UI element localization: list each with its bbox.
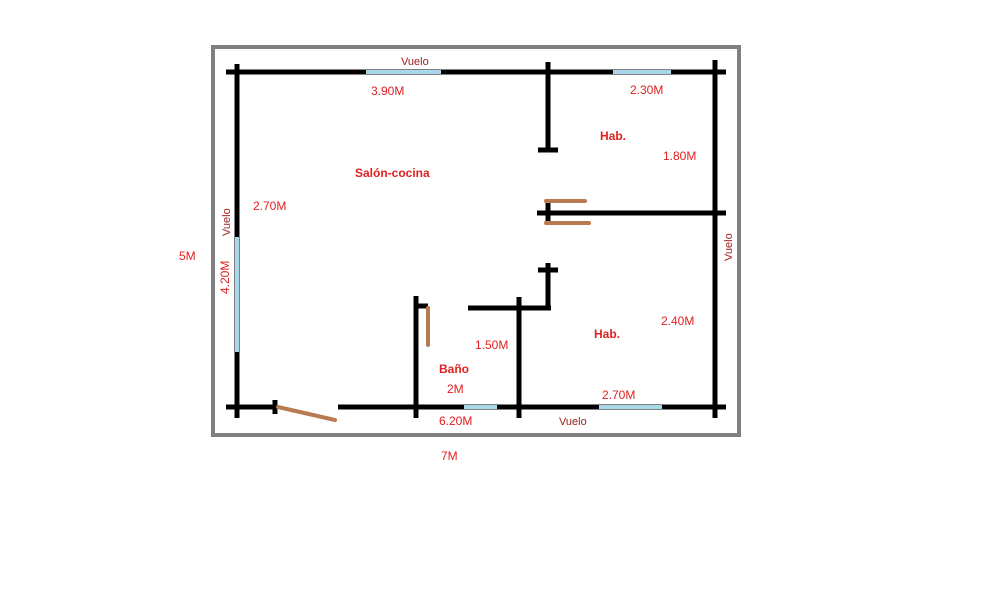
- overhang-label-left: Vuelo: [221, 208, 233, 236]
- dim-corridor-width: 1.50M: [475, 338, 508, 352]
- dim-bottom-length: 6.20M: [439, 414, 472, 428]
- overhang-label-right: Vuelo: [723, 233, 735, 261]
- door-entrance: [276, 405, 337, 422]
- room-label-bedroom-top: Hab.: [600, 129, 626, 143]
- dim-bottom-right-window: 2.70M: [602, 388, 635, 402]
- dim-overall-height: 5M: [179, 249, 196, 263]
- dim-living-height: 2.70M: [253, 199, 286, 213]
- dim-left-window: 4.20M: [218, 261, 232, 294]
- overhang-label-top: Vuelo: [401, 56, 429, 68]
- dim-overall-width: 7M: [441, 449, 458, 463]
- plot-boundary: [211, 45, 741, 437]
- walls: [226, 60, 726, 418]
- dim-bedroom-top-height: 1.80M: [663, 149, 696, 163]
- dim-top-right-window: 2.30M: [630, 83, 663, 97]
- room-label-living-kitchen: Salón-cocina: [355, 166, 430, 180]
- doors: [276, 199, 591, 422]
- room-label-bedroom-bottom: Hab.: [594, 327, 620, 341]
- windows: [235, 70, 671, 409]
- dim-bath-window: 2M: [447, 382, 464, 396]
- dim-bedroom-bottom-height: 2.40M: [661, 314, 694, 328]
- room-label-bathroom: Baño: [439, 362, 469, 376]
- dim-top-window: 3.90M: [371, 84, 404, 98]
- overhang-label-bottom: Vuelo: [559, 416, 587, 428]
